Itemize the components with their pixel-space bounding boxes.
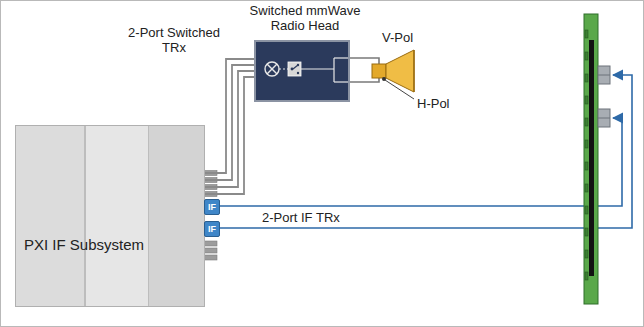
- port-label: IF: [205, 200, 219, 214]
- connector-label: 2-Port Switched TRx: [128, 25, 220, 55]
- if-port: IF: [204, 221, 220, 237]
- connector-bundle: [205, 59, 254, 194]
- radio-head-body: [254, 40, 350, 102]
- horn-antenna: [372, 50, 414, 99]
- if-port: IF: [204, 199, 220, 215]
- link-label: 2-Port IF TRx: [262, 210, 340, 225]
- port-label: IF: [205, 222, 219, 236]
- node-title: Switched mmWave Radio Head: [240, 3, 370, 33]
- node-label: PXI IF Subsystem: [24, 236, 144, 254]
- radio-head: Switched mmWave Radio Head: [240, 3, 370, 102]
- pcb-board: [584, 14, 610, 304]
- polarization-label: H-Pol: [417, 96, 450, 111]
- pxi-chassis: PXI IF SubsystemIFIF: [15, 125, 205, 307]
- mixer-switch-icons: [256, 42, 348, 100]
- polarization-label: V-Pol: [382, 30, 413, 45]
